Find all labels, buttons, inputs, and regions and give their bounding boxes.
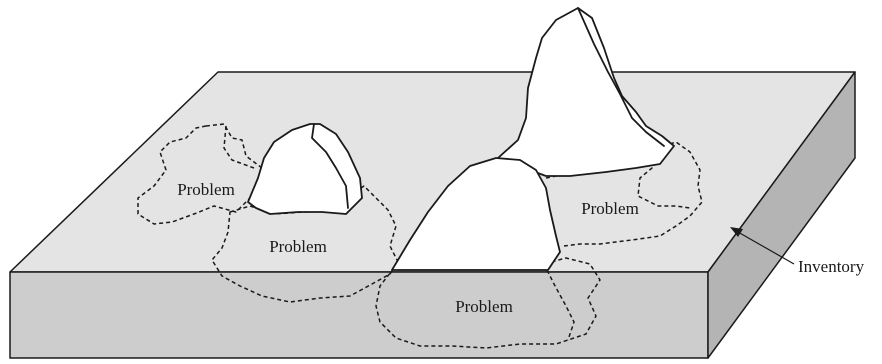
problem-label-right: Problem <box>581 199 639 218</box>
problem-label-left: Problem <box>177 180 235 199</box>
slab-front-face <box>10 272 708 358</box>
problem-label-front: Problem <box>455 297 513 316</box>
problem-label-center: Problem <box>269 237 327 256</box>
inventory-label: Inventory <box>798 257 865 276</box>
